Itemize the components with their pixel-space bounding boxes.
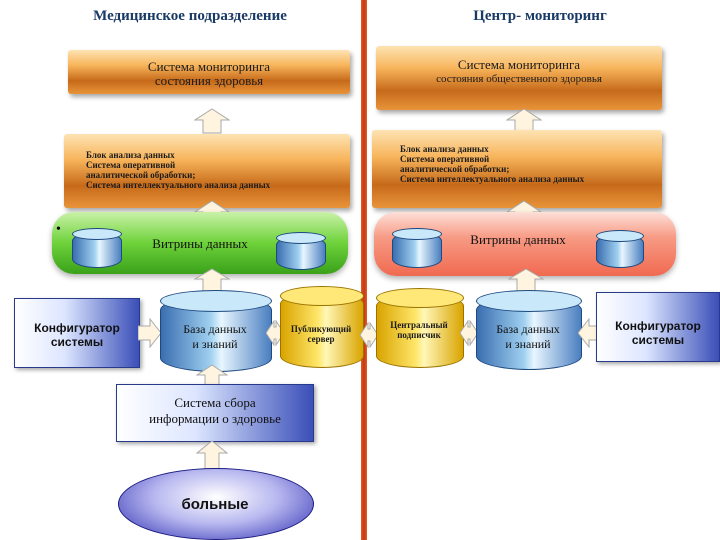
left-analysis-line3: аналитической обработки; (86, 170, 196, 180)
left-analysis-line4: Система интеллектуального анализа данных (86, 180, 271, 190)
left-monitoring-system: Система мониторинга состояния здоровья (68, 50, 350, 94)
left-bullet: • (56, 222, 61, 237)
right-monitoring-line2: состояния общественного здоровья (436, 73, 602, 85)
patients-label: больные (181, 496, 249, 513)
publishing-server-top (280, 286, 364, 306)
data-collection-system: Система сбора информации о здоровье (116, 384, 314, 442)
left-database-label: База данных и знаний (160, 322, 270, 352)
right-configurator-line2: системы (631, 333, 685, 347)
publishing-server-line1: Публикующий (290, 324, 352, 334)
left-database-line2: и знаний (192, 337, 238, 351)
data-collection-line2: информации о здоровье (149, 411, 281, 426)
right-arrow-subscriber-db (460, 320, 478, 346)
left-database-line1: База данных (183, 322, 247, 336)
left-database-top (160, 290, 272, 312)
publishing-server-line2: сервер (307, 334, 335, 344)
left-analysis-line1: Блок анализа данных (86, 150, 175, 160)
right-analysis-block: Блок анализа данных Система оперативной … (372, 130, 662, 208)
central-subscriber-line2: подписчик (397, 330, 441, 340)
patients-ellipse (118, 468, 314, 540)
central-subscriber-label: Центральный подписчик (376, 320, 462, 340)
left-monitoring-line1: Система мониторинга (147, 59, 271, 74)
right-monitoring-system: Система мониторинга состояния общественн… (376, 46, 662, 110)
left-arrow-db-server (266, 320, 284, 346)
right-database-line2: и знаний (505, 337, 551, 351)
left-configurator: Конфигуратор системы (14, 298, 140, 368)
left-analysis-line2: Система оперативной (86, 160, 176, 170)
right-analysis-line4: Система интеллектуального анализа данных (400, 174, 585, 184)
right-title: Центр- мониторинг (473, 8, 607, 24)
left-analysis-block: Блок анализа данных Система оперативной … (64, 134, 350, 208)
left-configurator-line1: Конфигуратор (34, 321, 120, 335)
right-arrow-3 (508, 268, 544, 292)
right-data-marts-label: Витрины данных (470, 232, 566, 247)
right-analysis-line2: Система оперативной (400, 154, 490, 164)
left-title: Медицинское подразделение (93, 8, 287, 24)
right-database-top (476, 290, 582, 312)
left-arrow-config-db (138, 318, 162, 348)
central-subscriber-line1: Центральный (390, 320, 448, 330)
right-mart-cylinder-2-top (596, 230, 644, 242)
right-analysis-line3: аналитической обработки; (400, 164, 510, 174)
publishing-server-label: Публикующий сервер (280, 324, 362, 344)
left-arrow-patients-collection (196, 440, 228, 470)
left-mart-cylinder-1-top (72, 228, 122, 240)
left-mart-cylinder-2-top (276, 232, 326, 244)
center-divider (361, 0, 367, 540)
left-configurator-line2: системы (50, 335, 104, 349)
left-monitoring-line2: состояния здоровья (154, 73, 264, 88)
left-arrow-1 (194, 108, 230, 134)
right-analysis-line1: Блок анализа данных (400, 144, 489, 154)
right-database-label: База данных и знаний (476, 322, 580, 352)
right-mart-cylinder-1-top (392, 228, 442, 240)
center-arrow-server-subscriber (360, 322, 378, 348)
right-configurator: Конфигуратор системы (596, 292, 720, 362)
left-data-marts-label: Витрины данных (152, 236, 248, 251)
right-database-line1: База данных (496, 322, 560, 336)
data-collection-line1: Система сбора (174, 395, 256, 410)
right-monitoring-line1: Система мониторинга (457, 57, 581, 72)
right-configurator-line1: Конфигуратор (615, 319, 701, 333)
left-arrow-3 (194, 268, 230, 292)
central-subscriber-top (376, 288, 464, 308)
